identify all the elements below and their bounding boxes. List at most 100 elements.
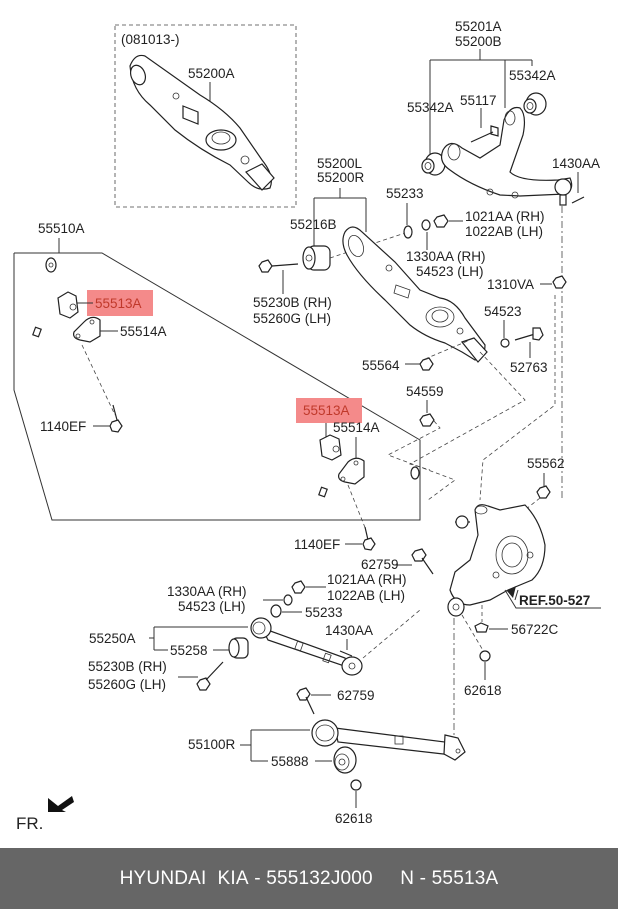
lateral-arm-group: 1330AA (RH) 54523 (LH) 1021AA (RH) 1022A… (88, 572, 421, 715)
part-label-55117[interactable]: 55117 (460, 93, 497, 108)
front-indicator: FR. (16, 796, 74, 833)
part-label-1021AA-top[interactable]: 1021AA (RH) (465, 209, 545, 224)
n-prefix: N (400, 867, 415, 889)
part-label-52763[interactable]: 52763 (510, 360, 548, 375)
part-label-55100R[interactable]: 55100R (188, 737, 236, 752)
part-label-1021AA-bot[interactable]: 1021AA (RH) (327, 572, 407, 587)
parts-diagram: (081013-) 55200A 55201A 55200B 55342A 55… (13, 19, 601, 833)
highlight-55513A-1 (87, 290, 153, 316)
nut-62618-1[interactable] (479, 650, 491, 662)
part-label-1140EF-1[interactable]: 1140EF (40, 419, 86, 434)
front-arrow-icon (48, 796, 74, 812)
part-label-55342A-right[interactable]: 55342A (509, 68, 556, 83)
part-label-1140EF-2[interactable]: 1140EF (294, 537, 340, 552)
bolt-55117[interactable] (470, 125, 499, 143)
stabilizer-bar-group: 55510A 55513A 55514A (13, 221, 421, 552)
lockwasher-1330AA-bot[interactable] (283, 594, 293, 606)
part-label-55260G-top[interactable]: 55260G (LH) (253, 311, 331, 326)
nut-1021AA-top[interactable] (433, 214, 449, 228)
trailing-arm-55100R[interactable] (311, 719, 466, 761)
part-label-1022AB-bot[interactable]: 1022AB (LH) (327, 588, 405, 603)
part-number: 555132J000 (266, 867, 373, 889)
part-label-1330AA-top[interactable]: 1330AA (RH) (406, 249, 486, 264)
part-label-54523-lh-top[interactable]: 54523 (LH) (416, 264, 484, 279)
part-label-55250A[interactable]: 55250A (89, 631, 136, 646)
part-label-55230B-bot[interactable]: 55230B (RH) (88, 659, 167, 674)
stabilizer-bar-55510A[interactable] (28, 257, 420, 498)
part-label-62618-2[interactable]: 62618 (335, 811, 373, 826)
bolt-55230B-bot[interactable] (196, 661, 224, 691)
bolt-52763[interactable] (514, 327, 544, 341)
nut-56722C[interactable] (474, 622, 489, 633)
knuckle-group: 55562 REF.50-527 56722C 62618 (361, 456, 601, 738)
part-label-54523[interactable]: 54523 (484, 304, 522, 319)
part-label-55513A-2[interactable]: 55513A (303, 403, 350, 418)
part-label-1022AB-top[interactable]: 1022AB (LH) (465, 224, 543, 239)
separator-2: - (414, 867, 432, 889)
lateral-arm-55250A[interactable] (250, 617, 363, 676)
part-label-62759-1[interactable]: 62759 (361, 557, 399, 572)
part-label-62618-1[interactable]: 62618 (464, 683, 502, 698)
part-label-55514A-2[interactable]: 55514A (333, 420, 380, 435)
nut-55562[interactable] (536, 485, 551, 499)
part-label-55200B[interactable]: 55200B (455, 34, 502, 49)
part-label-55514A-1[interactable]: 55514A (120, 324, 167, 339)
nut-54559[interactable] (419, 413, 435, 427)
part-label-55342A-left[interactable]: 55342A (407, 100, 454, 115)
part-label-55201A[interactable]: 55201A (455, 19, 502, 34)
part-label-54523-lh-bot[interactable]: 54523 (LH) (178, 599, 246, 614)
lower-arm-55200A[interactable] (128, 54, 275, 191)
part-label-55200A[interactable]: 55200A (188, 66, 235, 81)
part-label-55258[interactable]: 55258 (170, 643, 208, 658)
bolt-1140EF-2[interactable] (362, 526, 376, 551)
bolt-62759-1[interactable] (411, 548, 434, 575)
spacer (373, 868, 400, 890)
bushing-55216B[interactable] (302, 245, 331, 271)
part-label-1430AA-top[interactable]: 1430AA (552, 156, 600, 171)
bushing-55342A-right[interactable] (523, 92, 547, 116)
part-label-55260G-bot[interactable]: 55260G (LH) (88, 677, 166, 692)
part-label-56722C[interactable]: 56722C (511, 622, 559, 637)
bolt-62759-2[interactable] (296, 687, 315, 715)
bushing-55513A-1[interactable] (57, 291, 79, 319)
reference-label-50-527[interactable]: REF.50-527 (519, 593, 590, 608)
highlight-55513A-2 (296, 398, 362, 423)
part-label-55200L[interactable]: 55200L (317, 156, 363, 171)
part-label-1430AA-bot[interactable]: 1430AA (325, 623, 373, 638)
part-label-55562[interactable]: 55562 (527, 456, 565, 471)
part-label-55510A[interactable]: 55510A (38, 221, 85, 236)
bushing-55258[interactable] (228, 637, 249, 659)
washer-54523[interactable] (500, 338, 510, 348)
part-label-1330AA-bot[interactable]: 1330AA (RH) (167, 584, 247, 599)
part-label-62759-2[interactable]: 62759 (337, 688, 375, 703)
bolt-55230B-top[interactable] (258, 259, 299, 273)
ball-joint-upper[interactable] (554, 178, 572, 206)
washer-55233-bot[interactable] (270, 604, 282, 618)
nut-55564[interactable] (419, 357, 434, 371)
part-label-55233-bot[interactable]: 55233 (305, 605, 343, 620)
washer-55233-top[interactable] (403, 225, 413, 239)
part-label-55564[interactable]: 55564 (362, 358, 400, 373)
part-label-55888[interactable]: 55888 (271, 754, 309, 769)
part-label-55513A-1[interactable]: 55513A (95, 296, 142, 311)
part-label-1310VA[interactable]: 1310VA (487, 277, 534, 292)
part-label-55230B-top[interactable]: 55230B (RH) (253, 295, 332, 310)
lower-arm-group: 55200L 55200R 55216B 55233 1330AA (RH) 5… (253, 156, 567, 501)
bracket-55514A-1[interactable] (73, 316, 101, 343)
nut-1310VA[interactable] (552, 275, 567, 289)
bushing-55888[interactable] (333, 746, 357, 774)
bracket-55514A-2[interactable] (338, 457, 365, 485)
nut-1021AA-bot[interactable] (291, 580, 306, 594)
nut-62618-2[interactable] (350, 779, 362, 791)
part-label-55200R[interactable]: 55200R (317, 170, 365, 185)
lockwasher-1330AA-top[interactable] (421, 219, 431, 231)
knuckle-ref-50-527[interactable] (447, 504, 546, 617)
part-label-55233-top[interactable]: 55233 (386, 186, 424, 201)
bushing-55342A-left[interactable] (421, 152, 446, 176)
diagram-ref-number: 55513A (431, 867, 499, 889)
upper-arm-55200B[interactable] (440, 106, 573, 199)
bushing-55513A-2[interactable] (319, 434, 342, 461)
part-label-54559[interactable]: 54559 (406, 384, 444, 399)
lower-arm-55200R[interactable] (342, 226, 488, 363)
part-label-55216B[interactable]: 55216B (290, 217, 337, 232)
